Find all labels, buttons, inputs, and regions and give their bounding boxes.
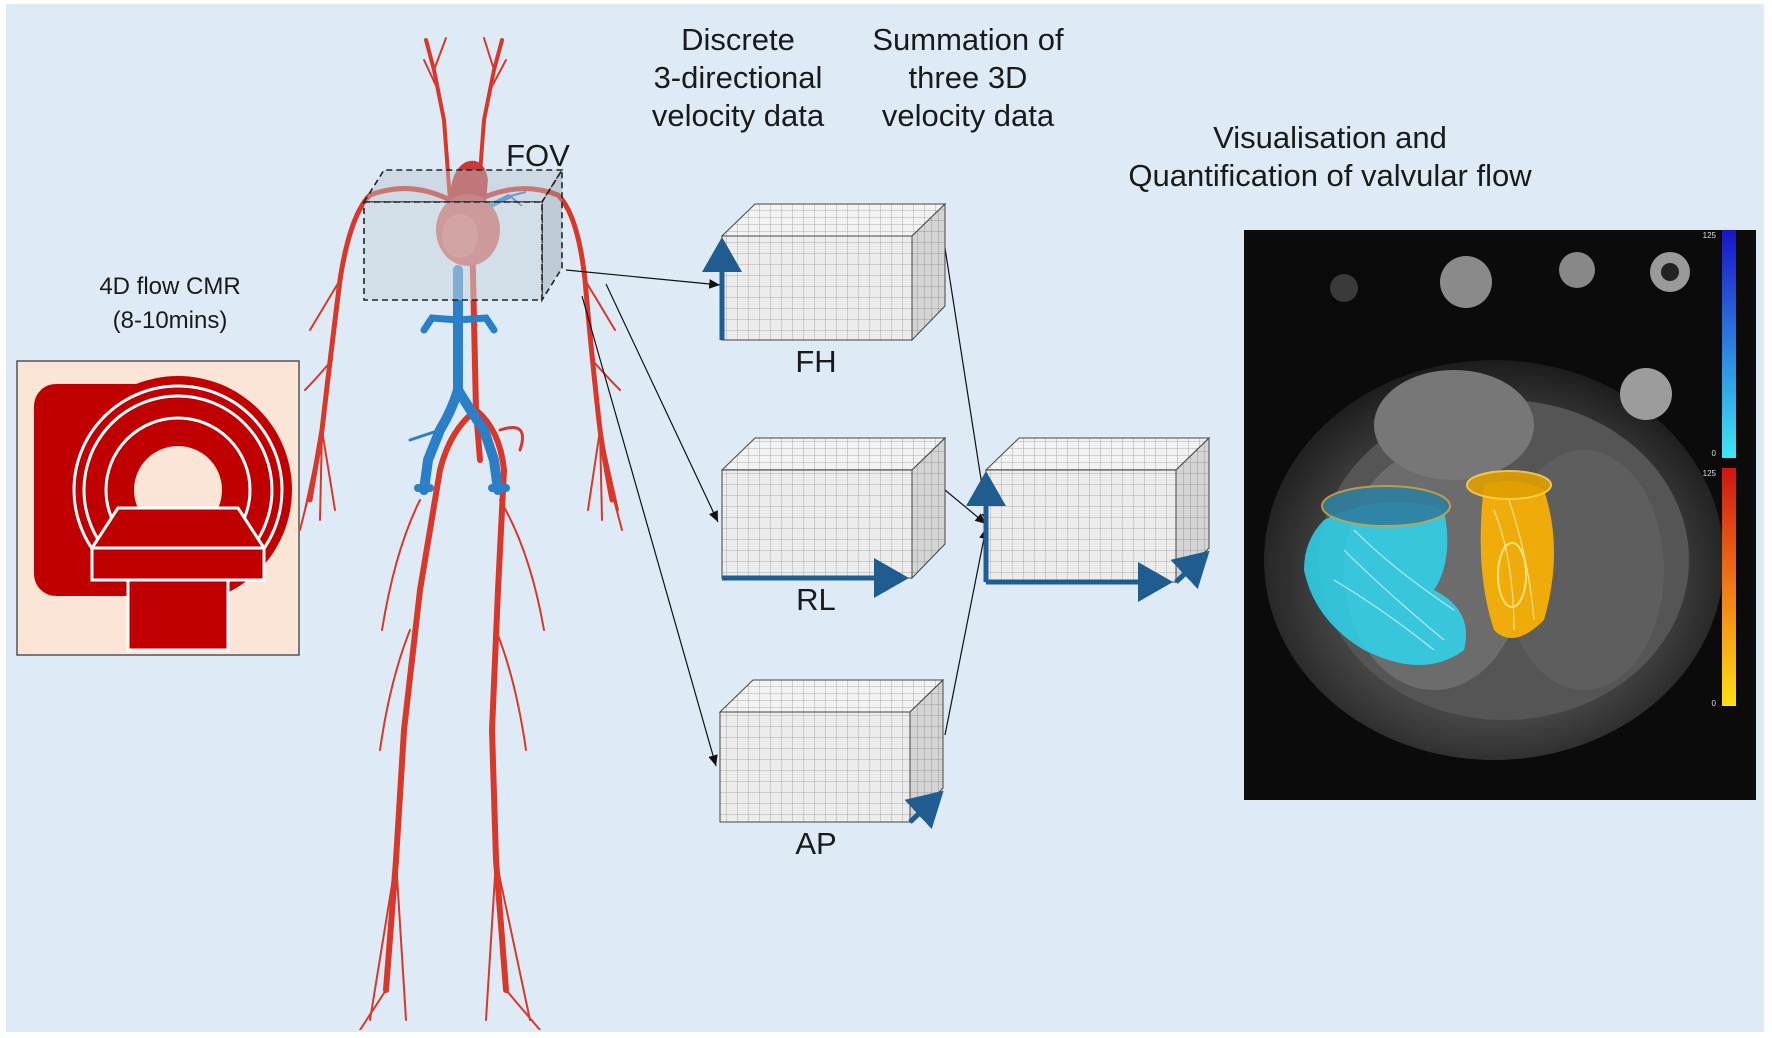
discrete-heading-line1: Discrete [681, 22, 795, 57]
velocity-box-summation [966, 436, 1211, 602]
visualisation-heading-line2: Quantification of valvular flow [1128, 158, 1532, 193]
yellow-flow-streamlines [1466, 470, 1554, 638]
flow-visualisation-image: 125 0 125 0 [1244, 230, 1756, 800]
summation-heading-line1: Summation of [872, 22, 1064, 57]
ap-axis-arrow [904, 790, 944, 830]
red-velocity-colorbar [1722, 468, 1736, 706]
connector-rl-to-sum [944, 489, 987, 525]
cyan-flow-streamlines [1304, 485, 1466, 665]
mri-scanner-icon [16, 360, 300, 656]
connector-fov-to-ap [581, 295, 718, 767]
fov-box [362, 167, 564, 303]
connector-fh-to-sum [944, 247, 992, 525]
discrete-heading-line3: velocity data [651, 98, 825, 133]
velocity-box-ap [718, 678, 945, 830]
summation-heading-line2: three 3D [908, 60, 1028, 95]
summation-heading-line3: velocity data [881, 98, 1055, 133]
scanner-title-line2: (8-10mins) [112, 307, 228, 334]
connector-ap-to-sum [944, 527, 989, 736]
ap-label: AP [795, 826, 837, 861]
blue-colorbar-min: 0 [1712, 449, 1717, 458]
visualisation-heading-line1: Visualisation and [1213, 120, 1447, 155]
connector-fov-to-rl [605, 283, 719, 523]
fh-label: FH [795, 344, 837, 379]
red-colorbar-max: 125 [1703, 469, 1717, 478]
right-leg-artery [473, 407, 509, 993]
velocity-box-rl [720, 436, 947, 598]
scanner-title-line1: 4D flow CMR [99, 273, 241, 300]
discrete-heading-line2: 3-directional [653, 60, 823, 95]
blue-velocity-colorbar [1722, 230, 1736, 458]
connector-fov-to-fh [565, 269, 721, 289]
rl-label: RL [796, 582, 836, 617]
right-carotid-artery [476, 38, 504, 202]
left-carotid-artery [424, 38, 452, 202]
fov-label: FOV [506, 138, 570, 173]
blue-colorbar-max: 125 [1703, 231, 1717, 240]
velocity-box-fh [702, 202, 947, 342]
red-colorbar-min: 0 [1712, 699, 1717, 708]
left-leg-artery [383, 407, 479, 993]
